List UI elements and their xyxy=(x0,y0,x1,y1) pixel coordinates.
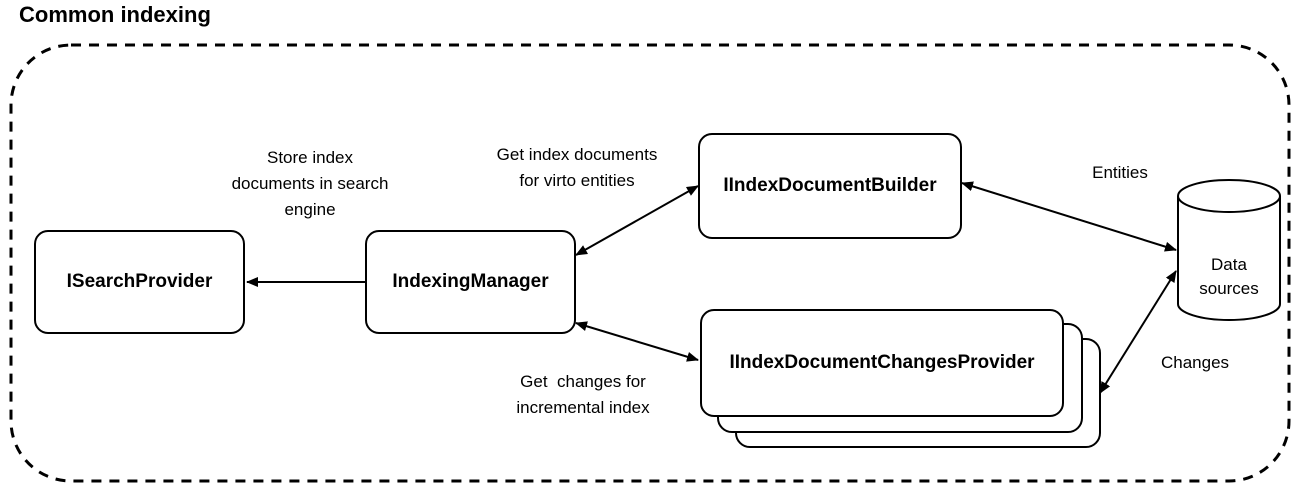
arrow-changes xyxy=(1099,270,1177,394)
get-changes-label-line: Get changes for xyxy=(520,372,646,391)
data-sources-label-line: Data xyxy=(1211,255,1247,274)
get-documents-label-line: for virto entities xyxy=(519,171,635,190)
document-builder-node: IIndexDocumentBuilder xyxy=(698,133,962,239)
changes-provider-node: IIndexDocumentChangesProvider xyxy=(700,309,1064,417)
data-sources-label-line: sources xyxy=(1199,279,1259,298)
indexing-manager-label: IndexingManager xyxy=(392,271,549,292)
changes-label: Changes xyxy=(1160,353,1230,372)
entities-label: Entities xyxy=(1092,163,1148,182)
common-indexing-boundary xyxy=(9,43,1291,483)
data-sources-cylinder xyxy=(1177,179,1281,321)
diagram-title: Common indexing xyxy=(19,2,211,27)
store-documents-label-line: Store index xyxy=(267,148,353,167)
search-provider-node: ISearchProvider xyxy=(34,230,245,334)
arrow-get-documents xyxy=(575,185,699,256)
indexing-manager-node: IndexingManager xyxy=(365,230,576,334)
arrow-entities xyxy=(961,181,1177,252)
get-changes-label: Get changes for incremental index xyxy=(478,369,688,421)
get-changes-label-line: incremental index xyxy=(516,398,650,417)
store-documents-label: Store index documents in search engine xyxy=(190,145,430,223)
search-provider-label: ISearchProvider xyxy=(66,271,213,292)
store-documents-label-line: engine xyxy=(284,200,336,219)
get-documents-label-line: Get index documents xyxy=(496,145,658,164)
arrow-get-changes xyxy=(575,321,699,362)
data-sources-label: Data sources xyxy=(1180,253,1278,301)
document-builder-label: IIndexDocumentBuilder xyxy=(723,175,937,196)
get-documents-label: Get index documents for virto entities xyxy=(462,142,692,194)
changes-provider-label: IIndexDocumentChangesProvider xyxy=(729,352,1035,373)
store-documents-label-line: documents in search xyxy=(231,174,389,193)
